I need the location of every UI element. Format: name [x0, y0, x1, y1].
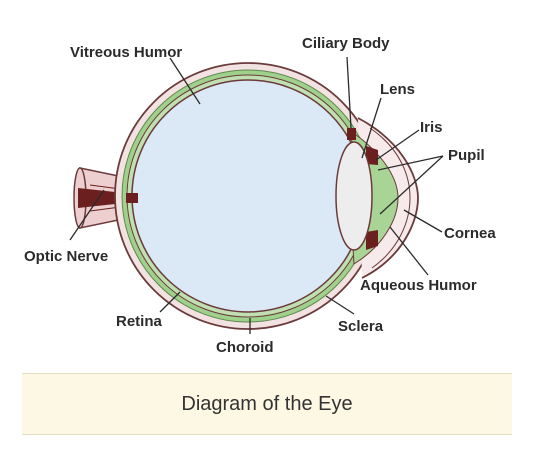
leader-sclera: [325, 295, 355, 315]
leader-pupil-1: [377, 155, 444, 171]
label-lens: Lens: [380, 81, 415, 98]
leader-retina: [159, 291, 181, 313]
label-cornea: Cornea: [444, 225, 496, 242]
label-sclera: Sclera: [338, 318, 384, 335]
label-ciliary-body: Ciliary Body: [302, 35, 390, 52]
caption-title: Diagram of the Eye: [181, 392, 353, 415]
ciliary-body-top: [347, 128, 356, 140]
leader-optic: [69, 189, 105, 241]
leader-lens: [361, 97, 382, 159]
caption-box: Diagram of the Eye: [22, 373, 512, 435]
leader-pupil-2: [379, 155, 444, 215]
lens-shape: [335, 141, 373, 251]
eye-diagram: Vitreous Humor Ciliary Body Lens Iris Pu…: [24, 35, 496, 356]
iris-shape-bottom: [366, 230, 378, 250]
leader-iris: [375, 129, 420, 161]
label-vitreous-humor: Vitreous Humor: [70, 44, 182, 61]
leader-aqueous: [389, 226, 429, 276]
leader-vitreous: [169, 57, 201, 105]
leader-ciliary: [346, 56, 352, 129]
label-iris: Iris: [420, 119, 443, 136]
iris-shape-top: [366, 146, 378, 165]
label-aqueous-humor: Aqueous Humor: [360, 277, 477, 294]
leader-cornea: [403, 209, 443, 233]
vitreous-humor-shape: [131, 79, 365, 313]
label-retina: Retina: [116, 313, 163, 330]
label-optic-nerve: Optic Nerve: [24, 248, 108, 265]
label-choroid: Choroid: [216, 339, 274, 356]
leader-lines: [69, 56, 444, 334]
label-pupil: Pupil: [448, 147, 485, 164]
